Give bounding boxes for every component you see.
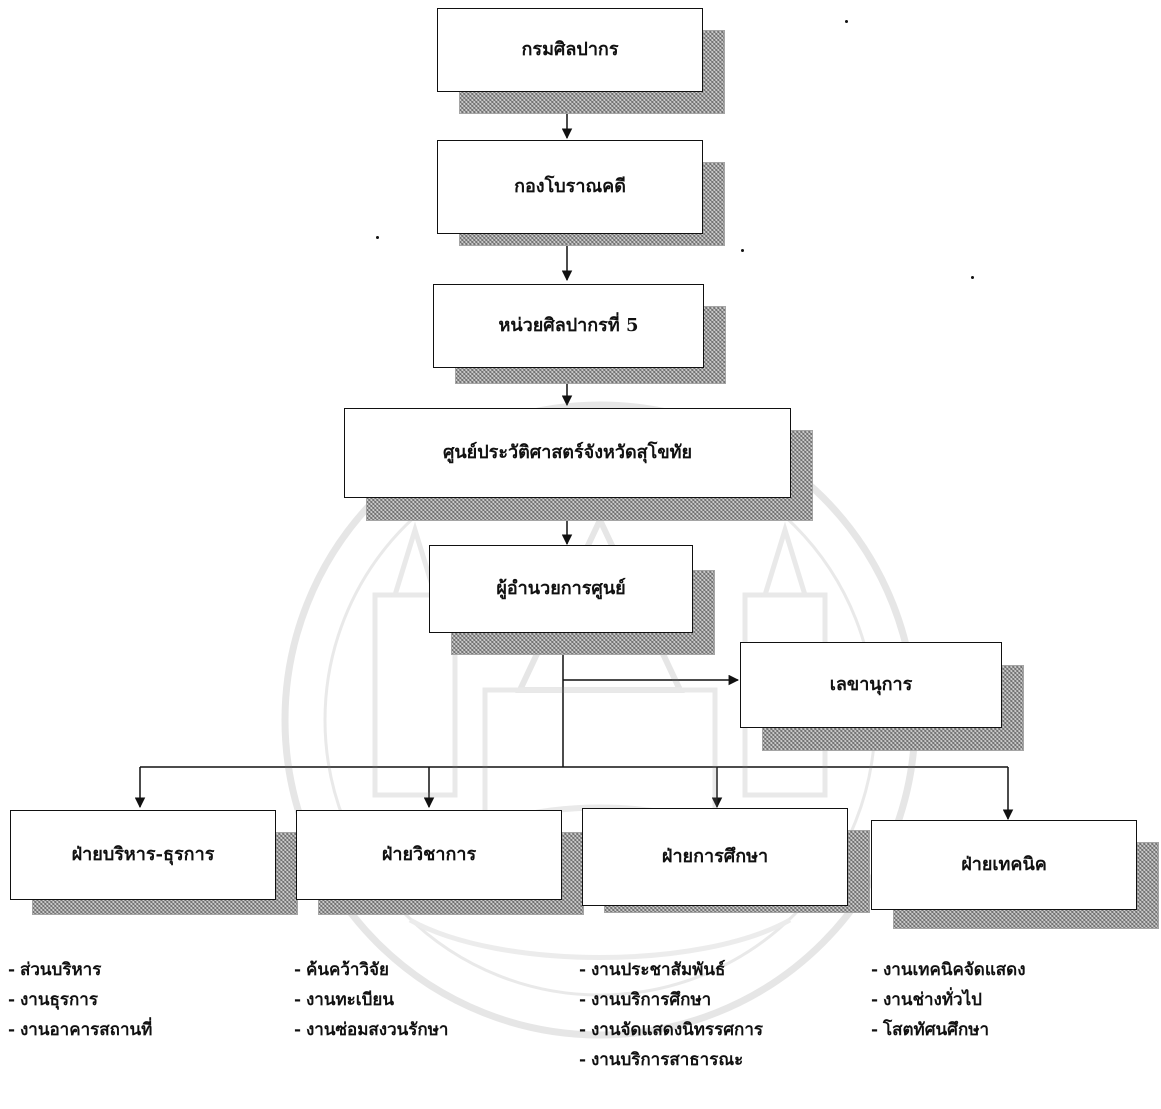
node-center-director-label: ผู้อำนวยการศูนย์ [496,578,626,599]
node-sukhothai-history-center-label: ศูนย์ประวัติศาสตร์จังหวัดสุโขทัย [442,442,693,463]
node-fine-arts-department-label: กรมศิลปากร [521,39,619,60]
task-education-1: งานประชาสัมพันธ์ [591,959,726,980]
task-academic-3: งานซ่อมสงวนรักษา [306,1019,449,1040]
node-secretary-label: เลขานุการ [829,674,913,695]
task-admin-3: งานอาคารสถานที่ [20,1019,153,1040]
task-technical-1: งานเทคนิคจัดแสดง [883,959,1026,980]
task-education-2: งานบริการศึกษา [591,989,712,1010]
task-list-item: -งานบริการศึกษา [579,989,712,1010]
node-fine-arts-office-5: หน่วยศิลปากรที่ 5 [433,284,704,368]
node-secretary: เลขานุการ [740,642,1002,728]
department-admin-label: ฝ่ายบริหาร-ธุรการ [71,844,215,865]
department-technical: ฝ่ายเทคนิค [871,820,1137,910]
department-technical-label: ฝ่ายเทคนิค [961,854,1047,875]
task-admin-1: ส่วนบริหาร [20,959,102,980]
academic-task-list: -ค้นคว้าวิจัย -งานทะเบียน -งานซ่อมสงวนรั… [294,955,448,1045]
department-education: ฝ่ายการศึกษา [582,808,848,906]
task-list-item: -งานทะเบียน [294,989,394,1010]
task-education-4: งานบริการสาธารณะ [591,1049,744,1070]
task-technical-3: โสตทัศนศึกษา [883,1019,990,1040]
scan-dot-left [376,236,379,239]
technical-task-list: -งานเทคนิคจัดแสดง -งานช่างทั่วไป -โสตทัศ… [871,955,1026,1045]
task-list-item: -โสตทัศนศึกษา [871,1019,990,1040]
node-archaeology-division: กองโบราณคดี [437,140,703,234]
task-academic-2: งานทะเบียน [306,989,394,1010]
task-list-item: -ส่วนบริหาร [8,959,102,980]
department-education-label: ฝ่ายการศึกษา [661,846,769,867]
task-list-item: -งานอาคารสถานที่ [8,1019,153,1040]
department-academic-label: ฝ่ายวิชาการ [381,844,477,865]
department-admin: ฝ่ายบริหาร-ธุรการ [10,810,276,900]
node-center-director: ผู้อำนวยการศูนย์ [429,545,693,633]
task-list-item: -ค้นคว้าวิจัย [294,959,389,980]
node-archaeology-division-label: กองโบราณคดี [514,176,626,197]
node-sukhothai-history-center: ศูนย์ประวัติศาสตร์จังหวัดสุโขทัย [344,408,791,498]
task-list-item: -งานซ่อมสงวนรักษา [294,1019,449,1040]
task-education-3: งานจัดแสดงนิทรรศการ [591,1019,763,1040]
department-academic: ฝ่ายวิชาการ [296,810,562,900]
scan-dot-far-right [971,276,974,279]
task-list-item: -งานเทคนิคจัดแสดง [871,959,1026,980]
task-list-item: -งานจัดแสดงนิทรรศการ [579,1019,763,1040]
node-fine-arts-office-5-label: หน่วยศิลปากรที่ 5 [498,315,639,336]
task-list-item: -งานบริการสาธารณะ [579,1049,744,1070]
scan-dot-center-right [741,249,744,252]
node-fine-arts-department: กรมศิลปากร [437,8,703,92]
task-academic-1: ค้นคว้าวิจัย [306,959,389,980]
task-list-item: -งานช่างทั่วไป [871,989,982,1010]
education-task-list: -งานประชาสัมพันธ์ -งานบริการศึกษา -งานจั… [579,955,763,1075]
task-list-item: -งานธุรการ [8,989,98,1010]
task-admin-2: งานธุรการ [20,989,98,1010]
admin-task-list: -ส่วนบริหาร -งานธุรการ -งานอาคารสถานที่ [8,955,152,1045]
task-technical-2: งานช่างทั่วไป [883,989,982,1010]
task-list-item: -งานประชาสัมพันธ์ [579,959,726,980]
scan-dot-top-right [845,20,848,23]
